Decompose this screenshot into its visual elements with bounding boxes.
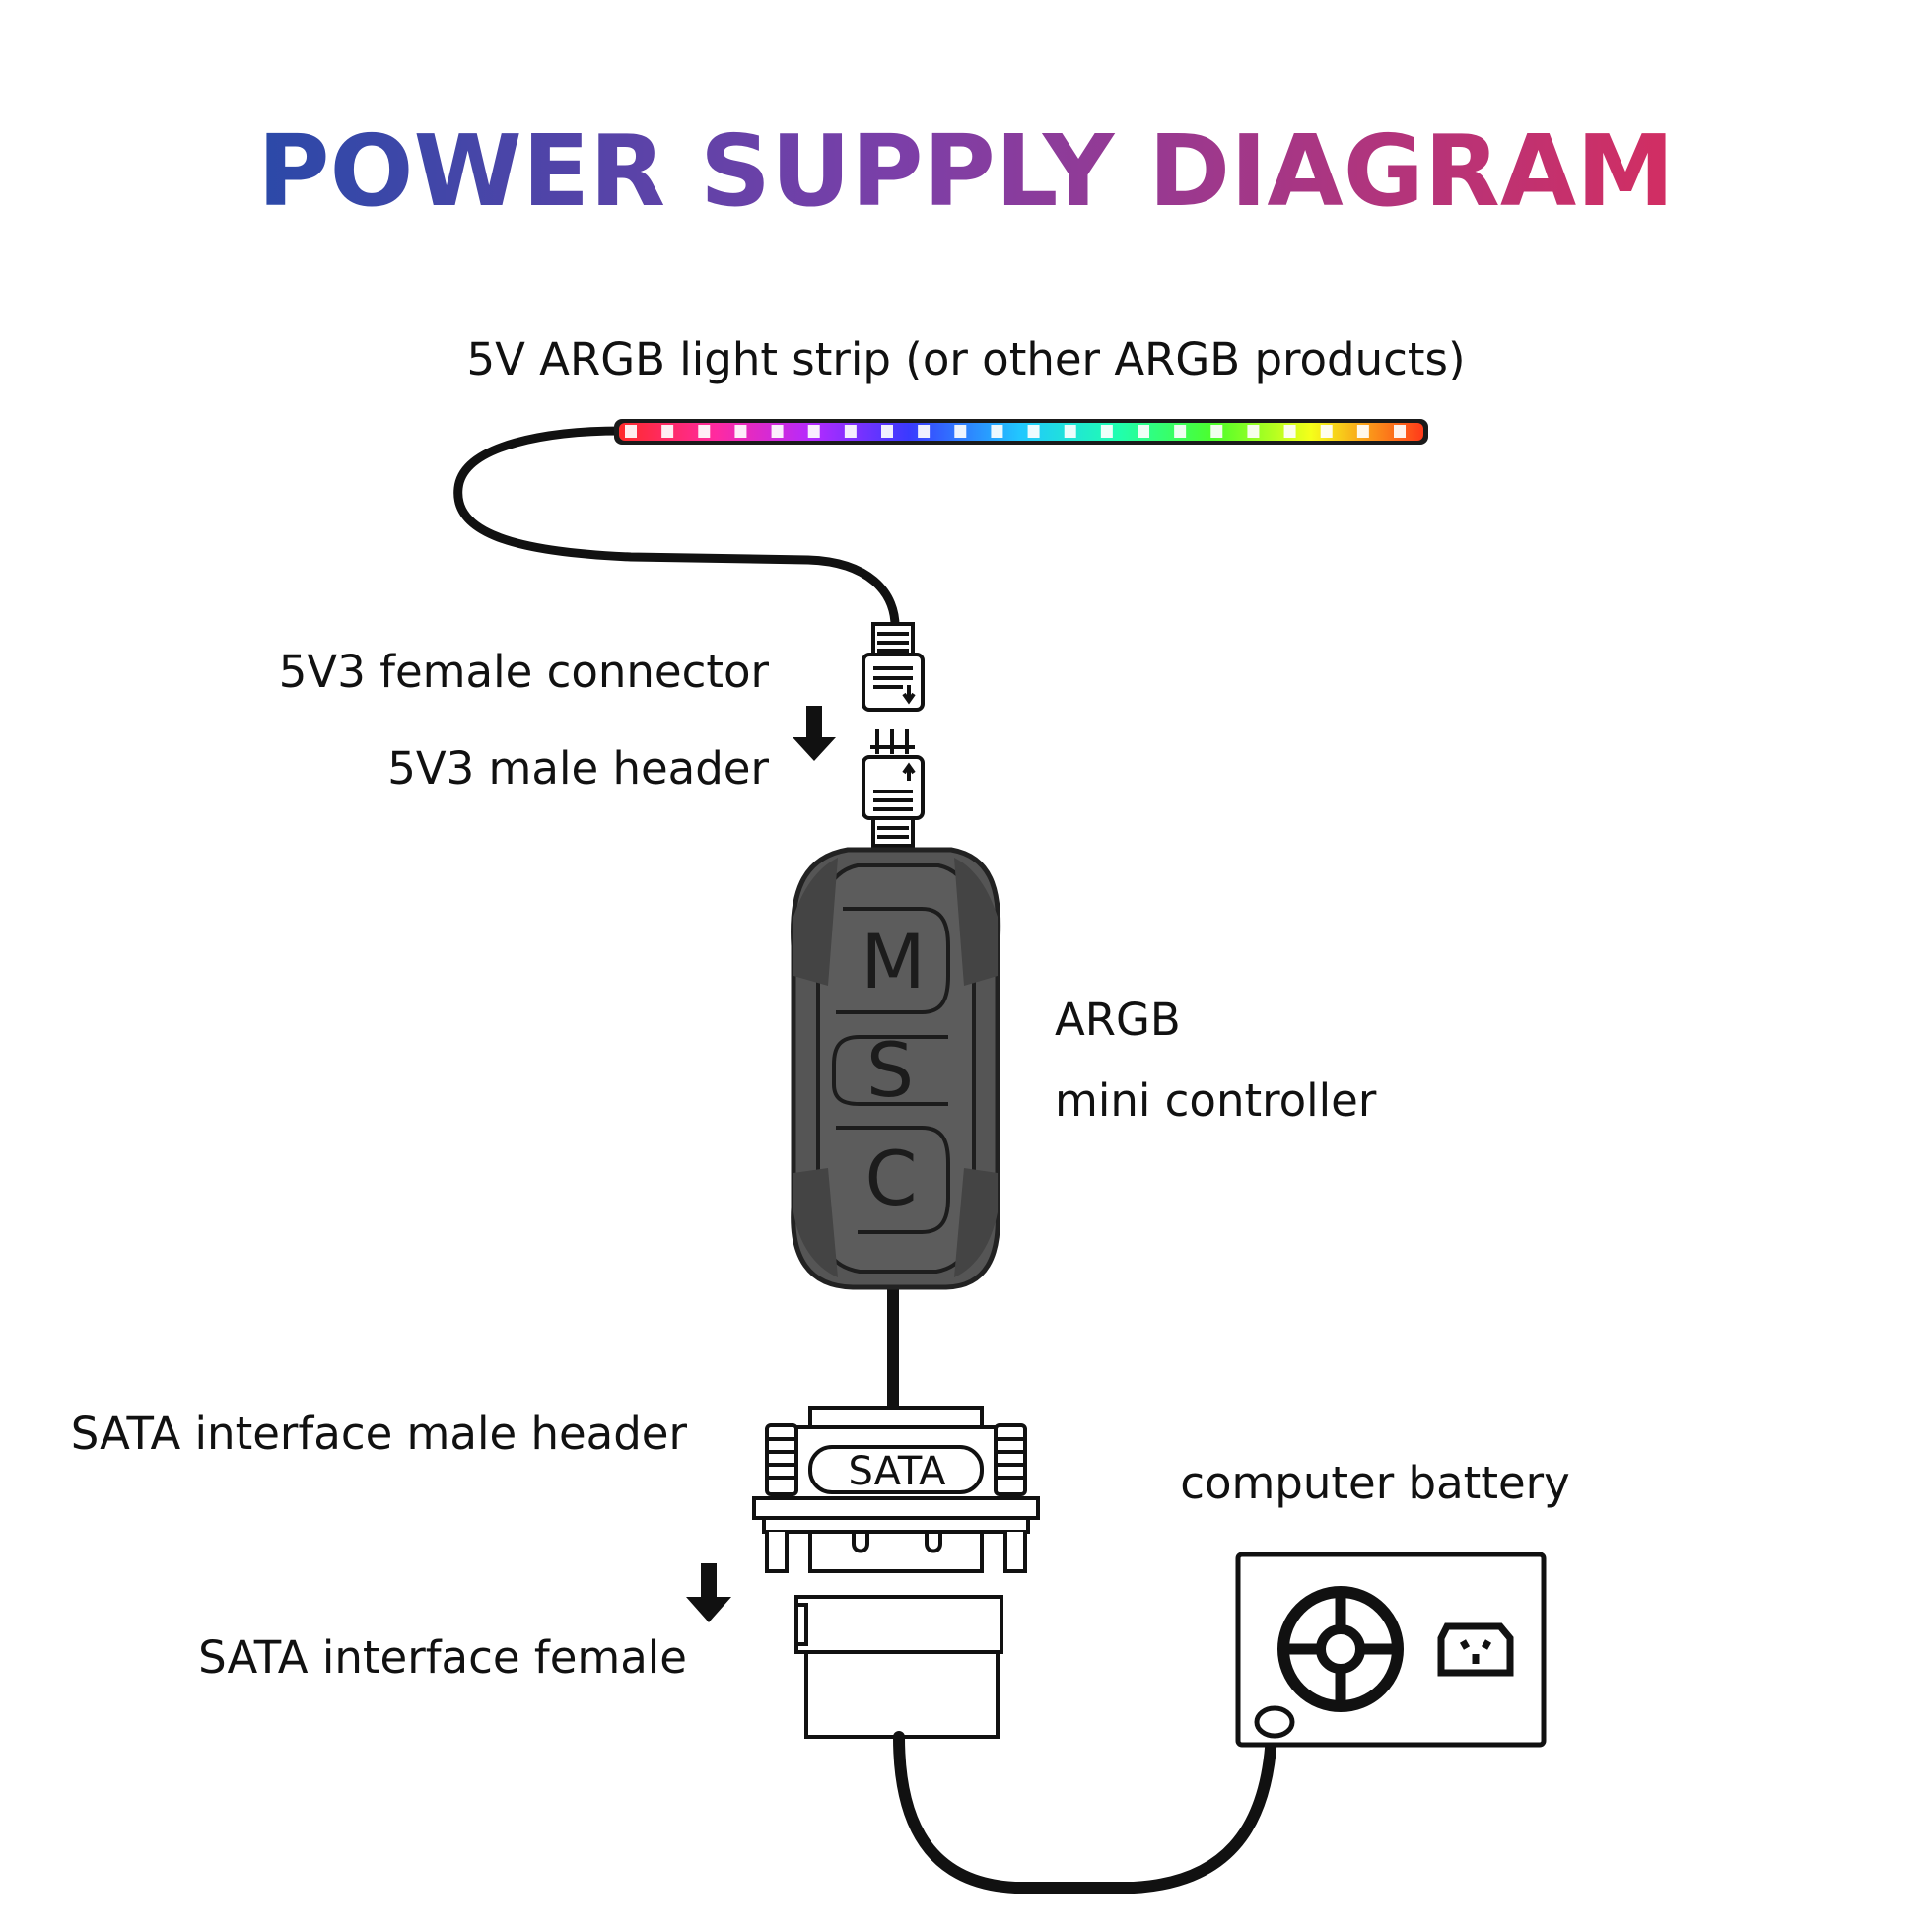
power-socket-icon — [1437, 1622, 1514, 1677]
controller-button-m: M — [836, 907, 950, 1014]
sata-female-connector — [794, 1595, 1003, 1739]
strip-led — [1394, 425, 1406, 438]
controller-label-line2: mini controller — [1055, 1074, 1377, 1127]
battery-cable — [893, 1709, 1279, 1894]
computer-battery — [1235, 1552, 1547, 1748]
down-arrow-icon — [686, 1563, 731, 1622]
strip-led — [807, 425, 820, 438]
strip-led — [1356, 425, 1369, 438]
strip-led — [1210, 425, 1223, 438]
light-strip-label: 5V ARGB light strip (or other ARGB produ… — [466, 333, 1465, 385]
strip-led — [954, 425, 967, 438]
controller-button-c-label: C — [864, 1135, 917, 1222]
strip-led — [698, 425, 711, 438]
strip-led — [661, 425, 674, 438]
strip-led — [991, 425, 1003, 438]
male-header — [862, 729, 925, 848]
fan-icon — [1277, 1586, 1404, 1712]
strip-led — [734, 425, 747, 438]
strip-led — [1100, 425, 1113, 438]
down-arrow-icon — [793, 706, 836, 761]
female-connector-label: 5V3 female connector — [279, 646, 770, 698]
strip-led — [1283, 425, 1296, 438]
male-header-label: 5V3 male header — [387, 742, 769, 794]
strip-led — [1138, 425, 1149, 438]
female-connector — [862, 622, 925, 712]
strip-led — [918, 425, 931, 438]
controller-button-s: S — [832, 1026, 948, 1114]
computer-battery-label: computer battery — [1180, 1457, 1570, 1509]
strip-led — [625, 425, 637, 438]
strip-led — [1247, 425, 1260, 438]
strip-led — [771, 425, 784, 438]
sata-male-header-label: SATA interface male header — [71, 1408, 688, 1460]
strip-led — [881, 425, 893, 438]
page-title: POWER SUPPLY DIAGRAM — [257, 113, 1675, 229]
strip-leds — [625, 425, 1406, 438]
sata-badge: SATA — [848, 1449, 946, 1494]
sata-female-label: SATA interface female — [198, 1631, 687, 1684]
sata-male-header: SATA — [752, 1406, 1040, 1573]
argb-light-strip — [614, 419, 1428, 445]
strip-led — [844, 425, 857, 438]
controller-label-line1: ARGB — [1055, 994, 1181, 1046]
controller-button-m-label: M — [861, 918, 926, 1005]
strip-led — [1027, 425, 1040, 438]
strip-cable — [453, 426, 900, 636]
strip-led — [1064, 425, 1076, 438]
strip-led — [1320, 425, 1333, 438]
argb-mini-controller: M S C — [791, 847, 1001, 1290]
battery-cable-port — [1254, 1705, 1295, 1739]
strip-led — [1174, 425, 1187, 438]
controller-button-s-label: S — [866, 1026, 914, 1114]
controller-button-c: C — [836, 1126, 950, 1234]
